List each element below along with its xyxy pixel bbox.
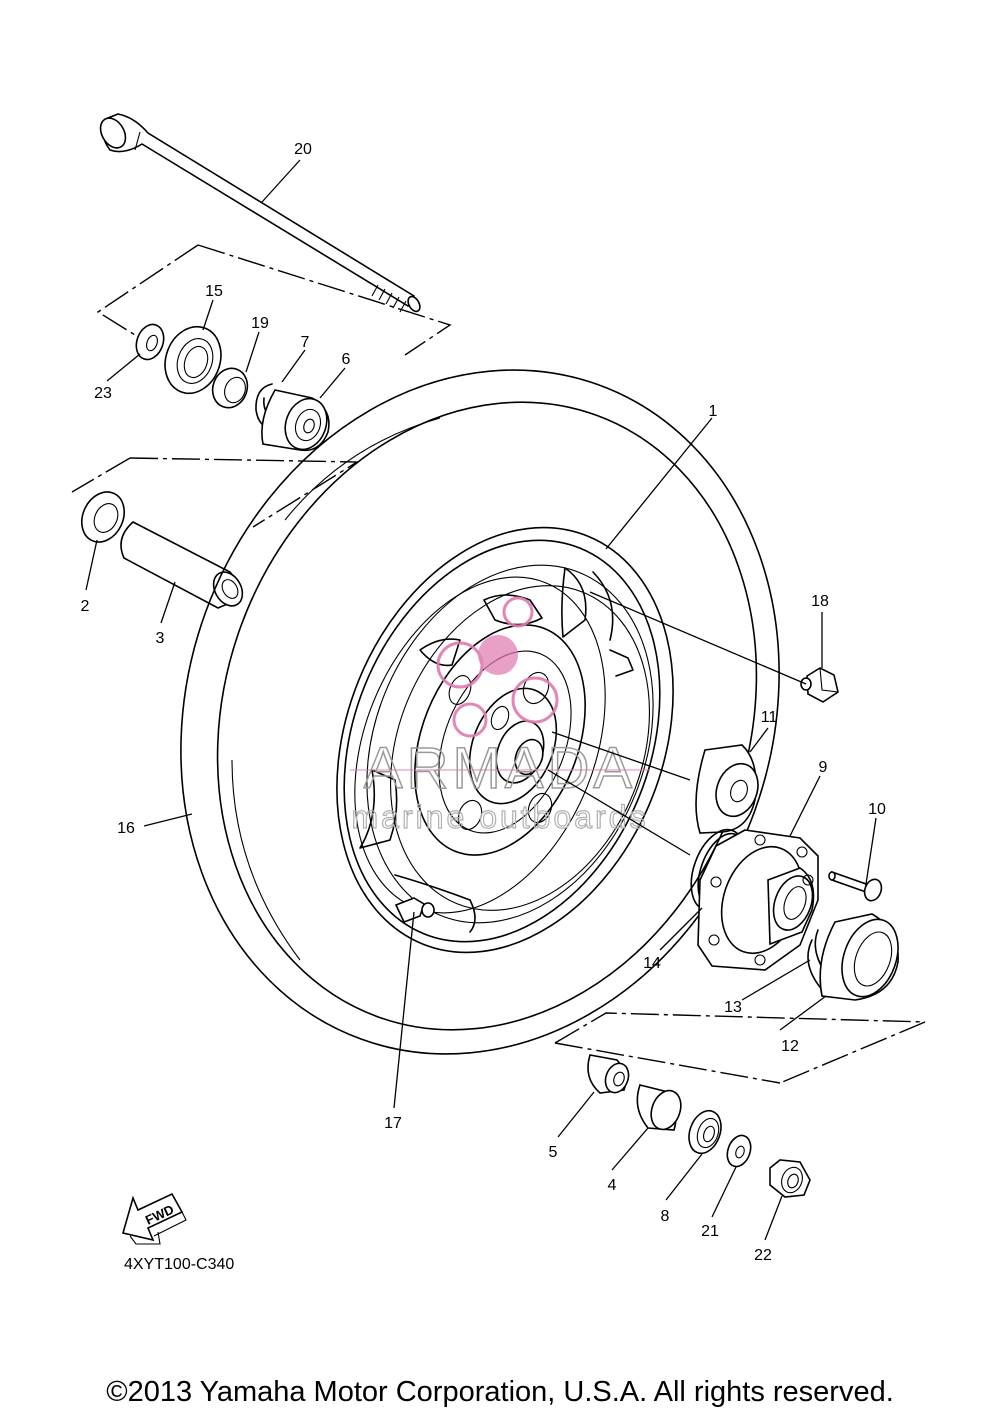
diagram-code: 4XYT100-C340 <box>124 1256 234 1273</box>
label-part-13: 13 <box>724 999 742 1016</box>
spacer-4[interactable] <box>636 1084 686 1134</box>
label-part-17: 17 <box>384 1115 402 1132</box>
spacer-19[interactable] <box>207 363 253 412</box>
spacer-5[interactable] <box>587 1054 633 1096</box>
label-part-7: 7 <box>301 334 310 351</box>
tire-16[interactable] <box>87 285 874 1139</box>
label-part-3: 3 <box>156 630 165 647</box>
label-part-19: 19 <box>251 315 269 332</box>
label-part-22: 22 <box>754 1247 772 1264</box>
label-part-10: 10 <box>868 801 886 818</box>
label-part-8: 8 <box>661 1208 670 1225</box>
spacer-11[interactable] <box>695 744 765 834</box>
label-part-21: 21 <box>701 1223 719 1240</box>
copyright-notice: ©2013 Yamaha Motor Corporation, U.S.A. A… <box>106 1376 894 1408</box>
balance-weight-18[interactable] <box>800 667 839 703</box>
clutch-hub-9[interactable] <box>697 829 819 971</box>
front-axle[interactable] <box>95 113 422 314</box>
washer-21[interactable] <box>723 1132 755 1170</box>
bearing-8[interactable] <box>683 1106 726 1158</box>
label-part-23: 23 <box>94 385 112 402</box>
label-part-14: 14 <box>643 955 661 972</box>
label-part-5: 5 <box>549 1144 558 1161</box>
oil-seal-15[interactable] <box>156 319 230 401</box>
label-part-16: 16 <box>117 820 135 837</box>
watermark-brand: ARMADA <box>364 736 636 801</box>
spacer-3[interactable] <box>120 521 248 611</box>
nut-22[interactable] <box>769 1159 811 1198</box>
watermark-tagline: marine outboards <box>351 799 648 835</box>
bearing-6[interactable] <box>261 389 334 455</box>
label-part-9: 9 <box>819 759 828 776</box>
label-part-2: 2 <box>81 598 90 615</box>
label-part-18: 18 <box>811 593 829 610</box>
wheel-rim-1[interactable] <box>276 477 734 1003</box>
label-part-12: 12 <box>781 1038 799 1055</box>
bolt-10[interactable] <box>828 870 884 903</box>
label-part-11: 11 <box>761 709 778 726</box>
fwd-arrow-icon: FWD <box>121 1192 187 1245</box>
label-part-15: 15 <box>205 283 223 300</box>
label-part-6: 6 <box>342 351 351 368</box>
callout-lines <box>85 159 877 1241</box>
label-part-4: 4 <box>608 1177 617 1194</box>
oil-seal-12[interactable] <box>819 912 908 1005</box>
oil-seal-2[interactable] <box>74 485 132 549</box>
label-part-20: 20 <box>294 141 312 158</box>
label-part-1: 1 <box>709 403 718 420</box>
watermark-logo <box>350 596 650 771</box>
collar-23[interactable] <box>132 321 169 364</box>
